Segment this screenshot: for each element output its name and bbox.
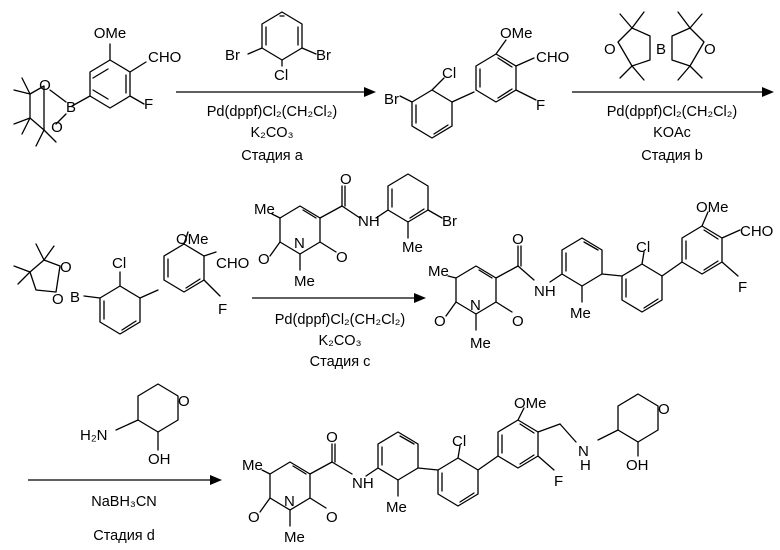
boron-label: B: [656, 41, 666, 58]
oxygen-label: O: [248, 509, 260, 526]
svg-text:K₂CO₃: K₂CO₃: [319, 333, 362, 349]
methyl-label: Me: [470, 335, 491, 352]
svg-text:Стадия b: Стадия b: [641, 148, 703, 164]
chloro-label: Cl: [452, 433, 466, 450]
chloro-label: Cl: [112, 255, 126, 272]
oxygen-label: O: [39, 77, 51, 94]
methyl-label: Me: [428, 263, 449, 280]
methyl-label: Me: [570, 305, 591, 322]
svg-text:Pd(dppf)Cl₂(CH₂Cl₂): Pd(dppf)Cl₂(CH₂Cl₂): [275, 312, 406, 328]
compound-1-boronate-aldehyde: OMe CHO F B O O: [14, 25, 181, 146]
oxygen-label: O: [658, 401, 670, 418]
svg-text:KOAc: KOAc: [653, 125, 691, 141]
aldehyde-label: CHO: [740, 223, 773, 240]
fluoro-label: F: [536, 97, 545, 114]
bromo-label: Br: [225, 47, 240, 64]
svg-text:NaBH₃CN: NaBH₃CN: [91, 494, 157, 510]
amine-h-label: H: [580, 457, 591, 474]
oxygen-label: O: [512, 313, 524, 330]
amide-nh-label: NH: [352, 475, 374, 492]
oxygen-label: O: [51, 119, 63, 136]
nitrogen-label: N: [284, 493, 295, 510]
aldehyde-label: CHO: [148, 49, 181, 66]
aldehyde-label: CHO: [216, 255, 249, 272]
svg-text:K₂CO₃: K₂CO₃: [251, 125, 294, 141]
fluoro-label: F: [738, 279, 747, 296]
hydroxyl-label: OH: [626, 457, 649, 474]
bromo-label: Br: [384, 91, 399, 108]
oxygen-label: O: [52, 291, 64, 308]
oxygen-label: O: [336, 249, 348, 266]
final-product: O NH Me O N Me O Me Cl OMe F N H O OH: [242, 394, 670, 546]
chloro-label: Cl: [442, 65, 456, 82]
compound-2-bromo-biaryl-aldehyde: Cl Br OMe CHO F: [384, 25, 569, 138]
methyl-label: Me: [386, 499, 407, 516]
chloro-label: Cl: [274, 67, 288, 84]
conditions-step-d: NaBH₃CN Стадия d: [91, 494, 157, 544]
conditions-step-c: Pd(dppf)Cl₂(CH₂Cl₂) K₂CO₃ Стадия c: [275, 312, 406, 370]
oxygen-label: O: [434, 313, 446, 330]
amide-nh-label: NH: [534, 283, 556, 300]
svg-text:Стадия c: Стадия c: [310, 354, 371, 370]
reagent-bis-pinacolato-diboron: O B O: [604, 12, 716, 80]
boron-label: B: [66, 99, 76, 116]
chloro-label: Cl: [636, 239, 650, 256]
svg-text:Pd(dppf)Cl₂(CH₂Cl₂): Pd(dppf)Cl₂(CH₂Cl₂): [207, 104, 338, 120]
boron-label: B: [70, 289, 80, 306]
reaction-arrow-step-c: [252, 293, 426, 303]
amine-label: H₂N: [80, 427, 108, 444]
reagent-amino-tetrahydropyranol: O H₂N OH: [80, 384, 190, 468]
oxygen-label: O: [340, 171, 352, 188]
conditions-step-b: Pd(dppf)Cl₂(CH₂Cl₂) KOAc Стадия b: [607, 104, 738, 164]
reaction-arrow-step-d: [28, 475, 222, 485]
fluoro-label: F: [218, 301, 227, 318]
fluoro-label: F: [144, 96, 153, 113]
svg-text:Стадия a: Стадия a: [241, 148, 303, 164]
oxygen-label: O: [326, 509, 338, 526]
oxygen-label: O: [604, 41, 616, 58]
oxygen-label: O: [178, 393, 190, 410]
methyl-label: Me: [284, 529, 305, 546]
nitrogen-label: N: [294, 235, 305, 252]
methyl-label: Me: [254, 201, 275, 218]
svg-text:Pd(dppf)Cl₂(CH₂Cl₂): Pd(dppf)Cl₂(CH₂Cl₂): [607, 104, 738, 120]
reagent-dibromochlorobenzene: Br Br Cl: [225, 12, 331, 84]
oxygen-label: O: [704, 41, 716, 58]
methyl-label: Me: [242, 457, 263, 474]
oxygen-label: O: [60, 259, 72, 276]
svg-text:Стадия d: Стадия d: [93, 528, 155, 544]
methyl-label: Me: [402, 239, 423, 256]
methoxy-label: OMe: [514, 395, 547, 412]
bromo-label: Br: [442, 213, 457, 230]
fluoro-label: F: [554, 473, 563, 490]
reaction-arrow-step-a: [176, 87, 376, 97]
methoxy-label: OMe: [696, 199, 729, 216]
bromo-label: Br: [316, 47, 331, 64]
hydroxyl-label: OH: [148, 451, 171, 468]
nitrogen-label: N: [470, 297, 481, 314]
compound-3-boronate-biaryl-aldehyde: Cl B O O OMe CHO F: [14, 231, 249, 334]
reaction-arrow-step-b: [572, 87, 774, 97]
oxygen-label: O: [258, 251, 270, 268]
amide-nh-label: NH: [358, 213, 380, 230]
methoxy-label: OMe: [94, 25, 127, 42]
conditions-step-a: Pd(dppf)Cl₂(CH₂Cl₂) K₂CO₃ Стадия a: [207, 104, 338, 164]
reagent-uracil-bromo-amide: O NH Me O N Me O Me Br: [254, 171, 457, 290]
aldehyde-label: CHO: [536, 49, 569, 66]
oxygen-label: O: [512, 231, 524, 248]
methyl-label: Me: [294, 273, 315, 290]
methoxy-label: OMe: [176, 231, 209, 248]
compound-4-uracil-terphenyl-aldehyde: O NH Me O N Me O Me Cl OMe CHO F: [428, 199, 773, 352]
methoxy-label: OMe: [500, 25, 533, 42]
oxygen-label: O: [326, 429, 338, 446]
